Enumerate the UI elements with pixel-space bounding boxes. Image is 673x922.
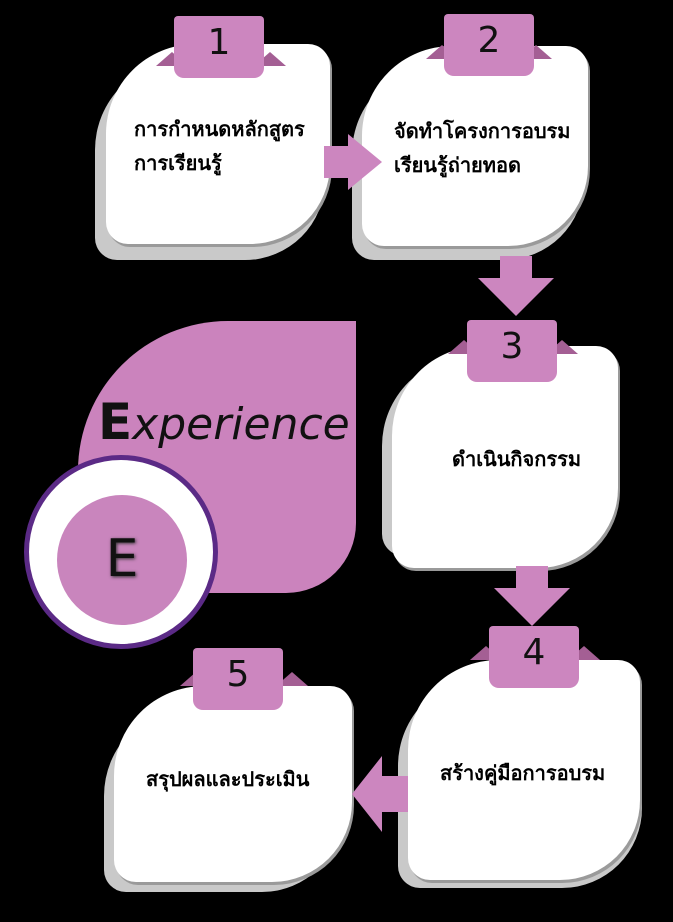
emblem-letter: E	[57, 495, 187, 625]
arrow-right-icon	[324, 134, 382, 190]
experience-title-initial: E	[98, 393, 133, 451]
step-4-card	[408, 660, 640, 880]
step-1-number: 1	[174, 16, 264, 78]
step-3-text: ดำเนินกิจกรรม	[452, 442, 581, 476]
step-5-number: 5	[193, 648, 283, 710]
step-2-line-1: จัดทำโครงการอบรม	[394, 119, 571, 143]
step-1-line-2: การเรียนรู้	[134, 151, 222, 175]
step-2-card	[362, 46, 588, 246]
step-4-text: สร้างคู่มือการอบรม	[440, 756, 605, 790]
step-5-badge-wing-right	[276, 672, 308, 686]
step-2-text: จัดทำโครงการอบรม เรียนรู้ถ่ายทอด	[394, 114, 570, 182]
arrow-down-icon	[494, 566, 570, 626]
step-4-number: 4	[489, 626, 579, 688]
step-1-line-1: การกำหนดหลักสูตร	[134, 117, 305, 141]
step-3-line-1: ดำเนินกิจกรรม	[452, 447, 582, 471]
experience-title: Experience	[98, 393, 350, 451]
step-1-text: การกำหนดหลักสูตร การเรียนรู้	[134, 112, 305, 180]
step-2-line-2: เรียนรู้ถ่ายทอด	[394, 153, 521, 177]
step-2-number: 2	[444, 14, 534, 76]
step-4-line-1: สร้างคู่มือการอบรม	[440, 761, 606, 785]
step-3-number: 3	[467, 320, 557, 382]
experience-title-rest: xperience	[132, 399, 350, 450]
arrow-down-icon	[478, 256, 554, 316]
step-3-card	[392, 346, 618, 568]
arrow-left-icon	[352, 756, 408, 832]
step-5-card	[114, 686, 352, 882]
step-5-line-1: สรุปผลและประเมิน	[146, 767, 310, 791]
step-5-text: สรุปผลและประเมิน	[146, 762, 309, 796]
